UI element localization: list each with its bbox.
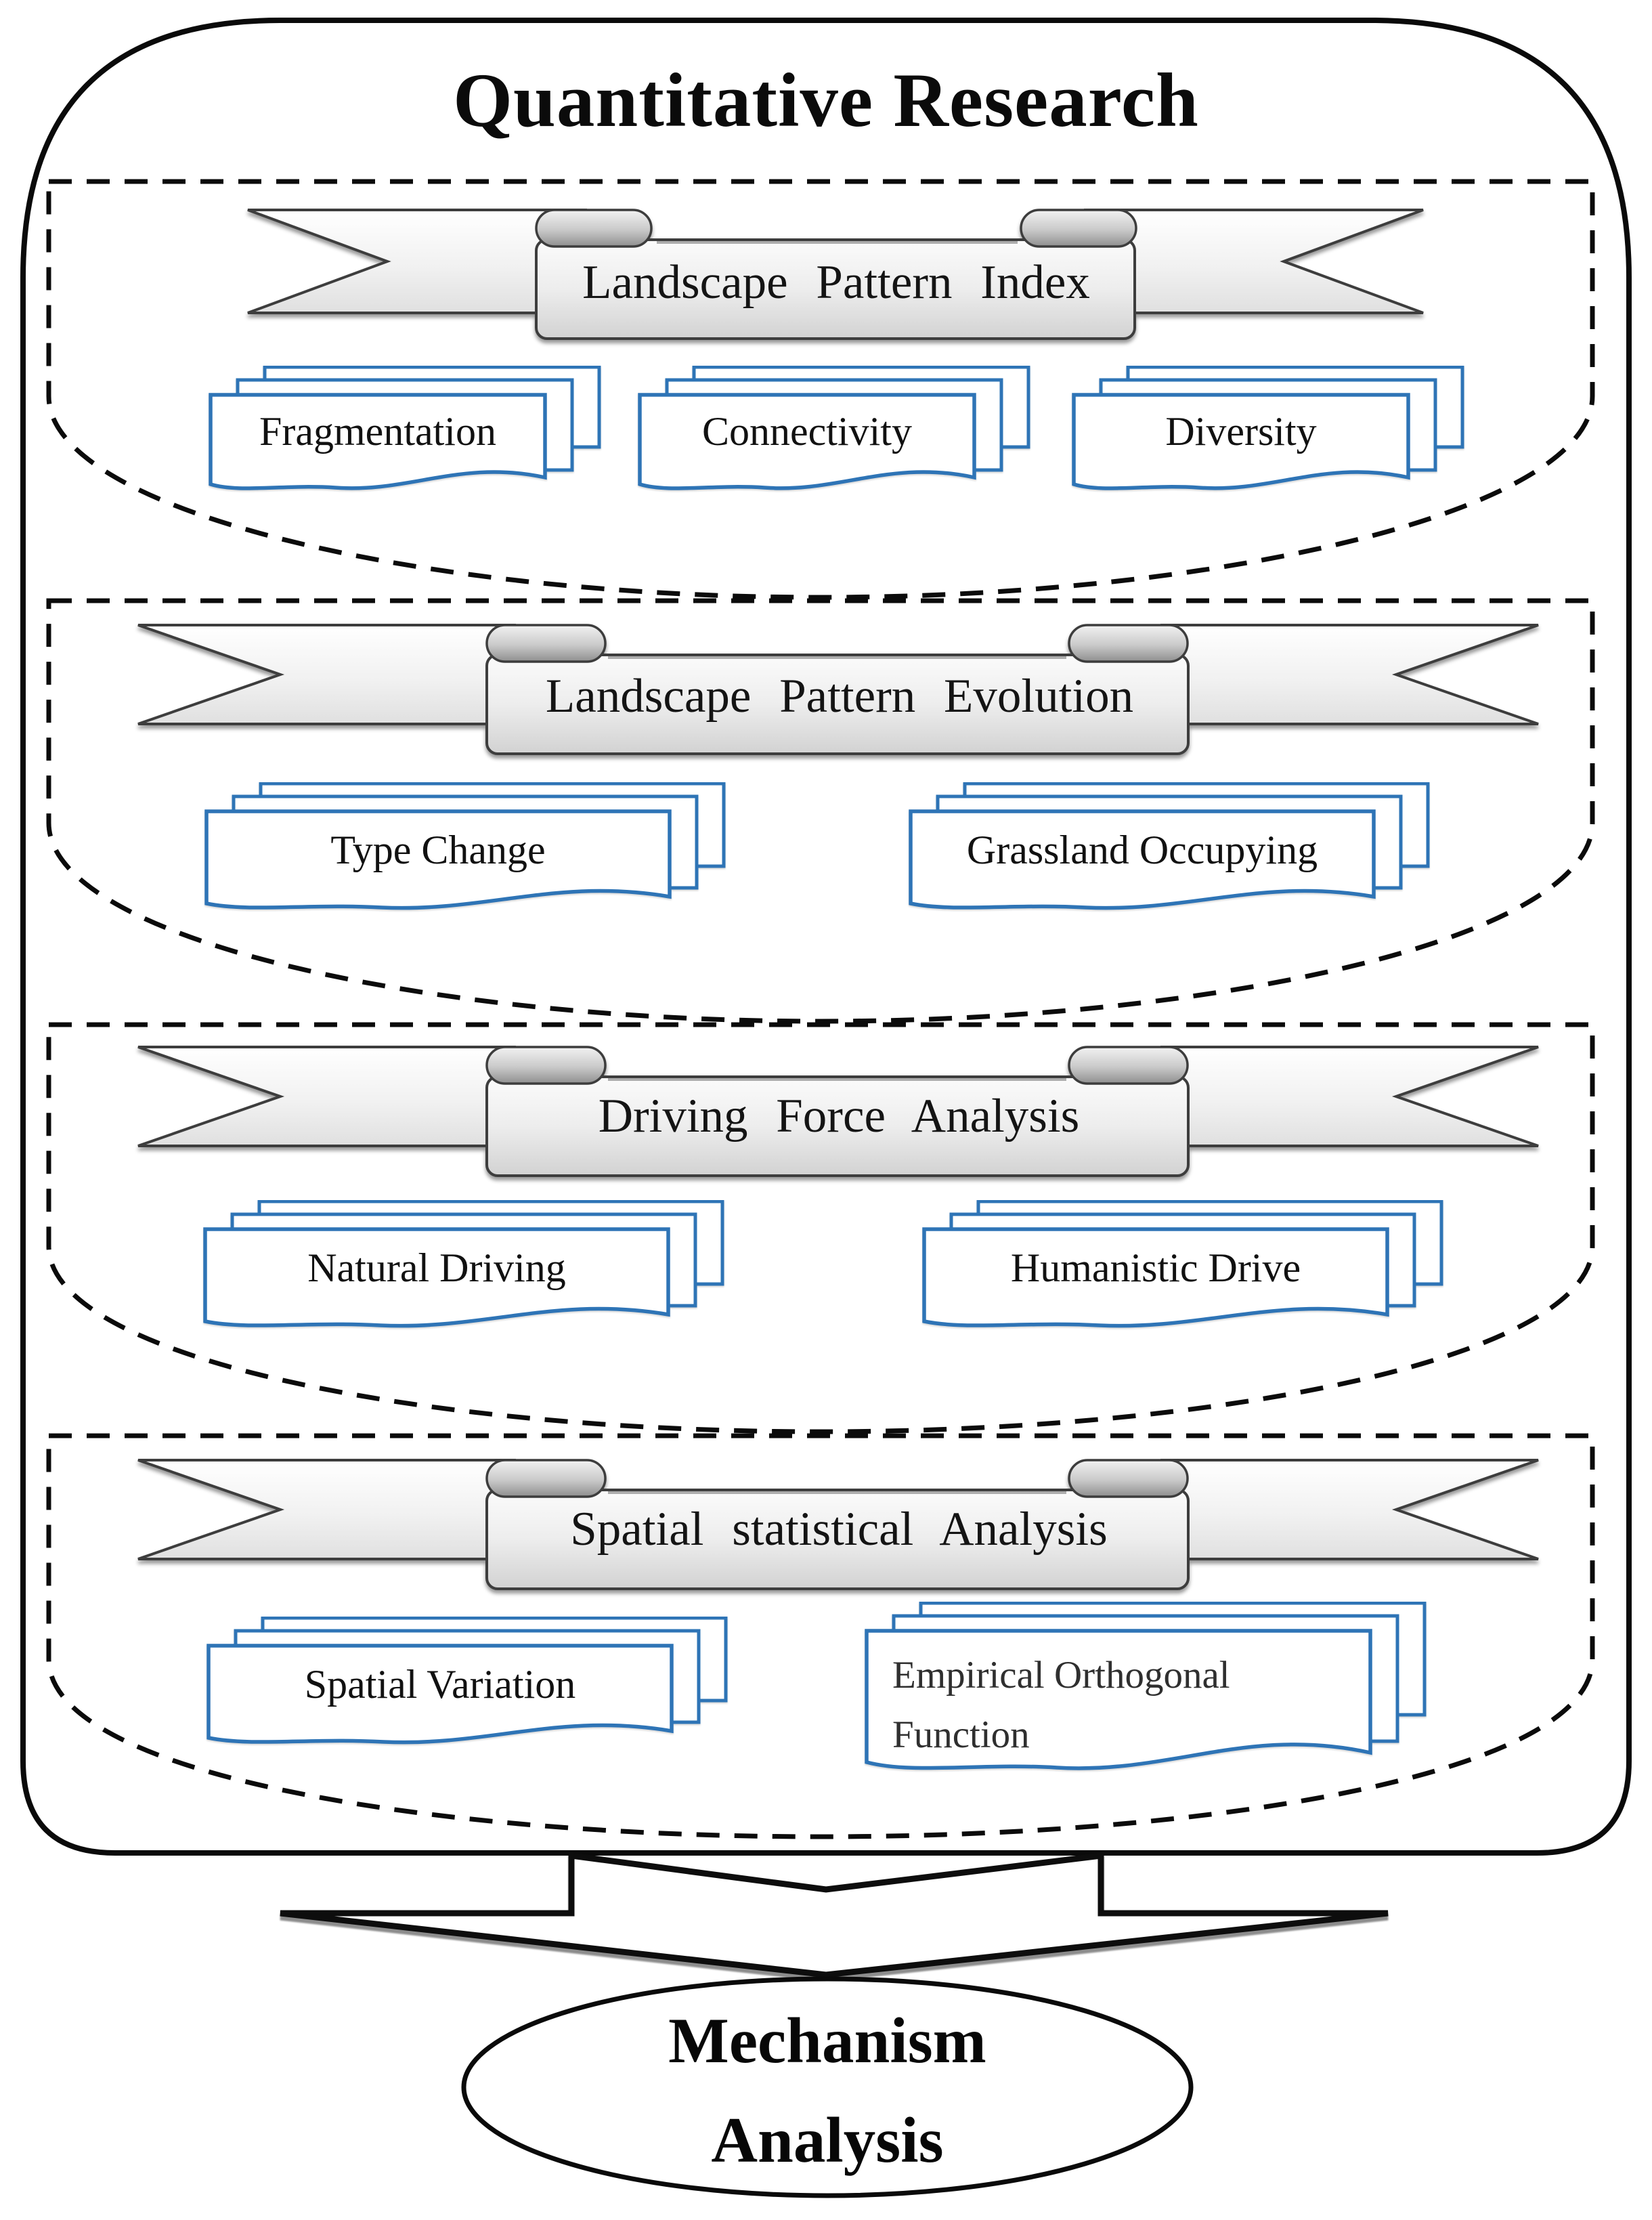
- doc-label-connectivity: Connectivity: [702, 409, 912, 454]
- doc-label-type-change: Type Change: [330, 828, 546, 872]
- conclusion-ellipse: [461, 1976, 1194, 2198]
- doc-label-spatial-variation: Spatial Variation: [304, 1662, 576, 1707]
- conclusion-line-2: Analysis: [711, 2104, 944, 2176]
- banner-label-spatial-statistical-analysis: Spatial statistical Analysis: [570, 1502, 1108, 1556]
- section-4-boundary: [46, 1433, 1595, 1839]
- section-1-boundary: [46, 179, 1595, 600]
- banner-label-landscape-pattern-index: Landscape Pattern Index: [582, 256, 1090, 309]
- doc-label-grassland-occupying: Grassland Occupying: [966, 828, 1318, 872]
- page-title: Quantitative Research: [453, 58, 1199, 143]
- doc-label-empirical-orthogonal-function: Empirical Orthogonal Function: [892, 1654, 1230, 1757]
- doc-label-humanistic-drive: Humanistic Drive: [1010, 1245, 1301, 1290]
- section-3-boundary: [46, 1022, 1595, 1434]
- doc-label-natural-driving: Natural Driving: [307, 1245, 566, 1290]
- doc-label-fragmentation: Fragmentation: [259, 409, 496, 454]
- doc-label-diversity: Diversity: [1165, 409, 1317, 454]
- section-2-boundary: [46, 598, 1595, 1024]
- banner-label-landscape-pattern-evolution: Landscape Pattern Evolution: [545, 669, 1134, 723]
- conclusion-line-1: Mechanism: [668, 2005, 986, 2076]
- outer-border: [20, 18, 1632, 1856]
- banner-label-driving-force-analysis: Driving Force Analysis: [598, 1089, 1080, 1143]
- down-arrow: [280, 1852, 1389, 1978]
